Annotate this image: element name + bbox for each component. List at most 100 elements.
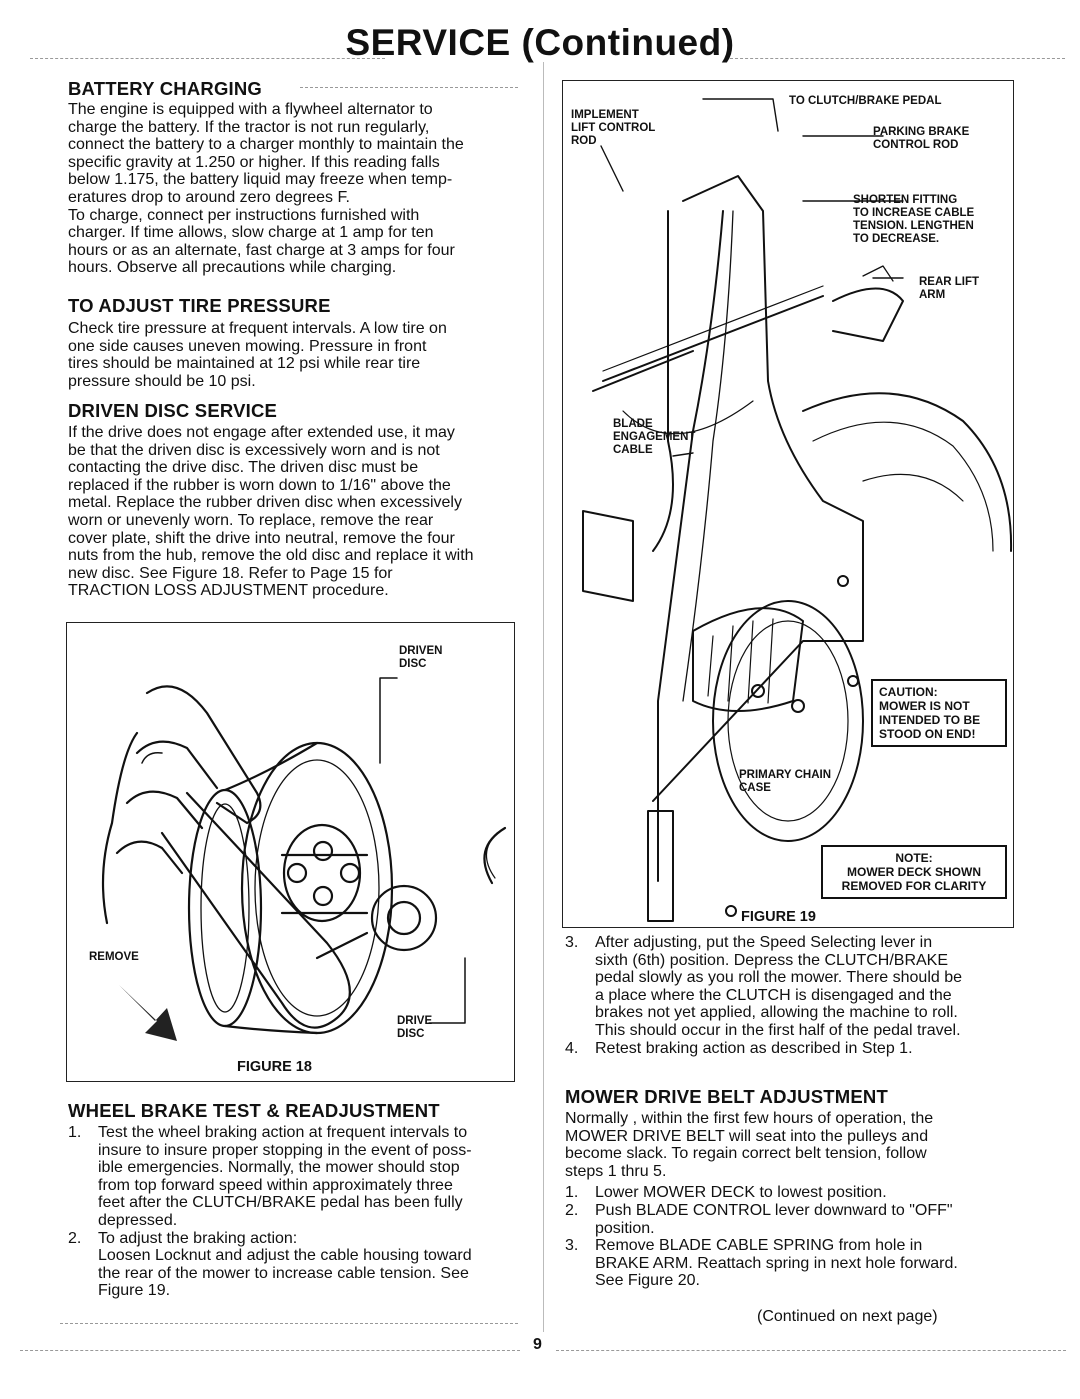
footer-rule-right [556, 1350, 1066, 1351]
page-title: SERVICE (Continued) [345, 22, 735, 63]
disc-line: replaced if the rubber is worn down to 1… [68, 476, 451, 494]
brake-steps-list: 3. After adjusting, put the Speed Select… [565, 934, 1025, 1057]
left-column-bottom-rule [60, 1323, 518, 1324]
step-line: sixth (6th) position. Depress the CLUTCH… [595, 951, 949, 969]
note-text: NOTE: MOWER DECK SHOWN REMOVED FOR CLARI… [829, 851, 999, 893]
label-line: DRIVE [397, 1015, 433, 1027]
belt-steps-list: 1. Lower MOWER DECK to lowest position. … [565, 1184, 1035, 1290]
step-line: Remove BLADE CABLE SPRING from hole in [595, 1237, 923, 1255]
step-line: brakes not yet applied, allowing the mac… [595, 1004, 958, 1022]
fig18-drive-disc-label: DRIVE DISC [397, 1015, 432, 1041]
step-line: Retest braking action as described in St… [595, 1039, 913, 1057]
fig19-caution-box: CAUTION: MOWER IS NOT INTENDED TO BE STO… [871, 679, 1007, 747]
step-line: position. [595, 1219, 655, 1237]
step-line: a place where the CLUTCH is disengaged a… [595, 986, 952, 1004]
label-line: ARM [919, 289, 946, 301]
figure-18-illustration [101, 677, 507, 1041]
step-line: To adjust the braking action: [98, 1229, 298, 1247]
fig19-primary-chain-label: PRIMARY CHAIN CASE [739, 769, 831, 795]
disc-line: worn or unevenly worn. To replace, remov… [68, 511, 434, 529]
label-line: IMPLEMENT [571, 109, 639, 121]
step-number: 3. [565, 934, 579, 951]
disc-section: DRIVEN DISC SERVICE If the drive does no… [68, 400, 538, 600]
label-line: REMOVED FOR CLARITY [841, 879, 987, 893]
fig19-blade-cable-label: BLADE ENGAGEMENT CABLE [613, 418, 695, 457]
step-line: After adjusting, put the Speed Selecting… [595, 934, 933, 951]
step-number: 2. [565, 1201, 579, 1219]
wheel-brake-step-2-detail: Loosen Locknut and adjust the cable hous… [68, 1247, 538, 1300]
tire-line: tires should be maintained at 12 psi whi… [68, 355, 421, 373]
column-divider [543, 62, 544, 1332]
step-line: Lower MOWER DECK to lowest position. [595, 1184, 887, 1202]
disc-line: be that the driven disc is excessively w… [68, 441, 440, 459]
battery-line: The engine is equipped with a flywheel a… [68, 101, 433, 118]
battery-heading-rule [300, 87, 518, 88]
step-line: depressed. [98, 1211, 178, 1229]
tire-heading: TO ADJUST TIRE PRESSURE [68, 295, 331, 316]
step-line: Push BLADE CONTROL lever downward to "OF… [595, 1201, 953, 1219]
step-line: Figure 19. [98, 1282, 171, 1300]
wheel-brake-section: WHEEL BRAKE TEST & READJUSTMENT 1. Test … [68, 1100, 538, 1300]
brake-step-3: 3. After adjusting, put the Speed Select… [565, 934, 1025, 1040]
fig18-driven-disc-label: DRIVEN DISC [399, 645, 442, 671]
figure-18-caption: FIGURE 18 [237, 1059, 312, 1075]
belt-line: become slack. To regain correct belt ten… [565, 1145, 927, 1163]
continued-note: (Continued on next page) [757, 1308, 938, 1325]
disc-text: If the drive does not engage after exten… [68, 424, 538, 600]
disc-line: contacting the drive disc. The driven di… [68, 459, 419, 477]
footer-rule-left [20, 1350, 520, 1351]
battery-text: The engine is equipped with a flywheel a… [68, 101, 528, 277]
brake-steps-continued: 3. After adjusting, put the Speed Select… [565, 934, 1025, 1057]
battery-line: specific gravity at 1.250 or higher. If … [68, 153, 440, 171]
disc-heading: DRIVEN DISC SERVICE [68, 400, 278, 421]
disc-line: new disc. See Figure 18. Refer to Page 1… [68, 564, 393, 582]
label-line: ROD [571, 135, 597, 147]
fig19-note-box: NOTE: MOWER DECK SHOWN REMOVED FOR CLARI… [821, 845, 1007, 899]
step-line: ible emergencies. Normally, the mower sh… [98, 1159, 460, 1177]
fig19-parking-brake-label: PARKING BRAKE CONTROL ROD [873, 126, 969, 152]
label-line: BLADE [613, 418, 653, 430]
belt-heading: MOWER DRIVE BELT ADJUSTMENT [565, 1086, 888, 1107]
battery-heading: BATTERY CHARGING [68, 78, 263, 99]
figure-19-caption: FIGURE 19 [741, 909, 816, 925]
label-line: PRIMARY CHAIN [739, 769, 832, 781]
battery-line: To charge, connect per instructions furn… [68, 206, 420, 224]
label-line: NOTE: [895, 851, 933, 865]
label-line: DISC [399, 658, 427, 670]
belt-step-2: 2. Push BLADE CONTROL lever downward to … [565, 1202, 1035, 1237]
disc-line: cover plate, shift the drive into neutra… [68, 529, 455, 547]
figure-19-illustration [582, 98, 1013, 922]
label-line: TO DECREASE. [853, 233, 940, 245]
label-line: SHORTEN FITTING [853, 194, 958, 206]
title-rule-left [30, 58, 385, 59]
label-line: CONTROL ROD [873, 139, 959, 151]
battery-line: charge the battery. If the tractor is no… [68, 118, 430, 136]
step-number: 4. [565, 1039, 579, 1057]
fig19-implement-label: IMPLEMENT LIFT CONTROL ROD [571, 109, 655, 148]
disc-line: TRACTION LOSS ADJUSTMENT procedure. [68, 582, 389, 600]
step-line: BRAKE ARM. Reattach spring in next hole … [595, 1254, 958, 1272]
step-line: Test the wheel braking action at frequen… [98, 1124, 468, 1141]
label-line: ENGAGEMENT [613, 431, 696, 443]
label-line: INTENDED TO BE [879, 713, 981, 727]
label-line: TO INCREASE CABLE [853, 207, 975, 219]
belt-step-3: 3. Remove BLADE CABLE SPRING from hole i… [565, 1237, 1035, 1290]
disc-line: If the drive does not engage after exten… [68, 424, 455, 441]
battery-line: below 1.175, the battery liquid may free… [68, 171, 453, 189]
label-line: CABLE [613, 444, 653, 456]
label-line: DRIVEN [399, 645, 443, 657]
label-line: MOWER DECK SHOWN [847, 865, 981, 879]
figure-19: IMPLEMENT LIFT CONTROL ROD TO CLUTCH/BRA… [562, 80, 1014, 928]
belt-line: steps 1 thru 5. [565, 1162, 667, 1180]
step-number: 2. [68, 1229, 82, 1247]
battery-line: eratures drop to around zero degrees F. [68, 188, 350, 206]
wheel-brake-heading: WHEEL BRAKE TEST & READJUSTMENT [68, 1100, 440, 1121]
fig19-shorten-label: SHORTEN FITTING TO INCREASE CABLE TENSIO… [853, 194, 974, 246]
belt-line: MOWER DRIVE BELT will seat into the pull… [565, 1127, 929, 1145]
figure-18: DRIVEN DISC REMOVE DRIVE DISC FIGURE 18 [66, 622, 515, 1082]
fig19-clutch-brake-label: TO CLUTCH/BRAKE PEDAL [789, 95, 942, 107]
step-line: pedal slowly as you roll the mower. Ther… [595, 969, 963, 987]
fig19-rear-lift-label: REAR LIFT ARM [919, 276, 979, 302]
page-number: 9 [533, 1336, 542, 1353]
caution-text: CAUTION: MOWER IS NOT INTENDED TO BE STO… [879, 685, 999, 741]
